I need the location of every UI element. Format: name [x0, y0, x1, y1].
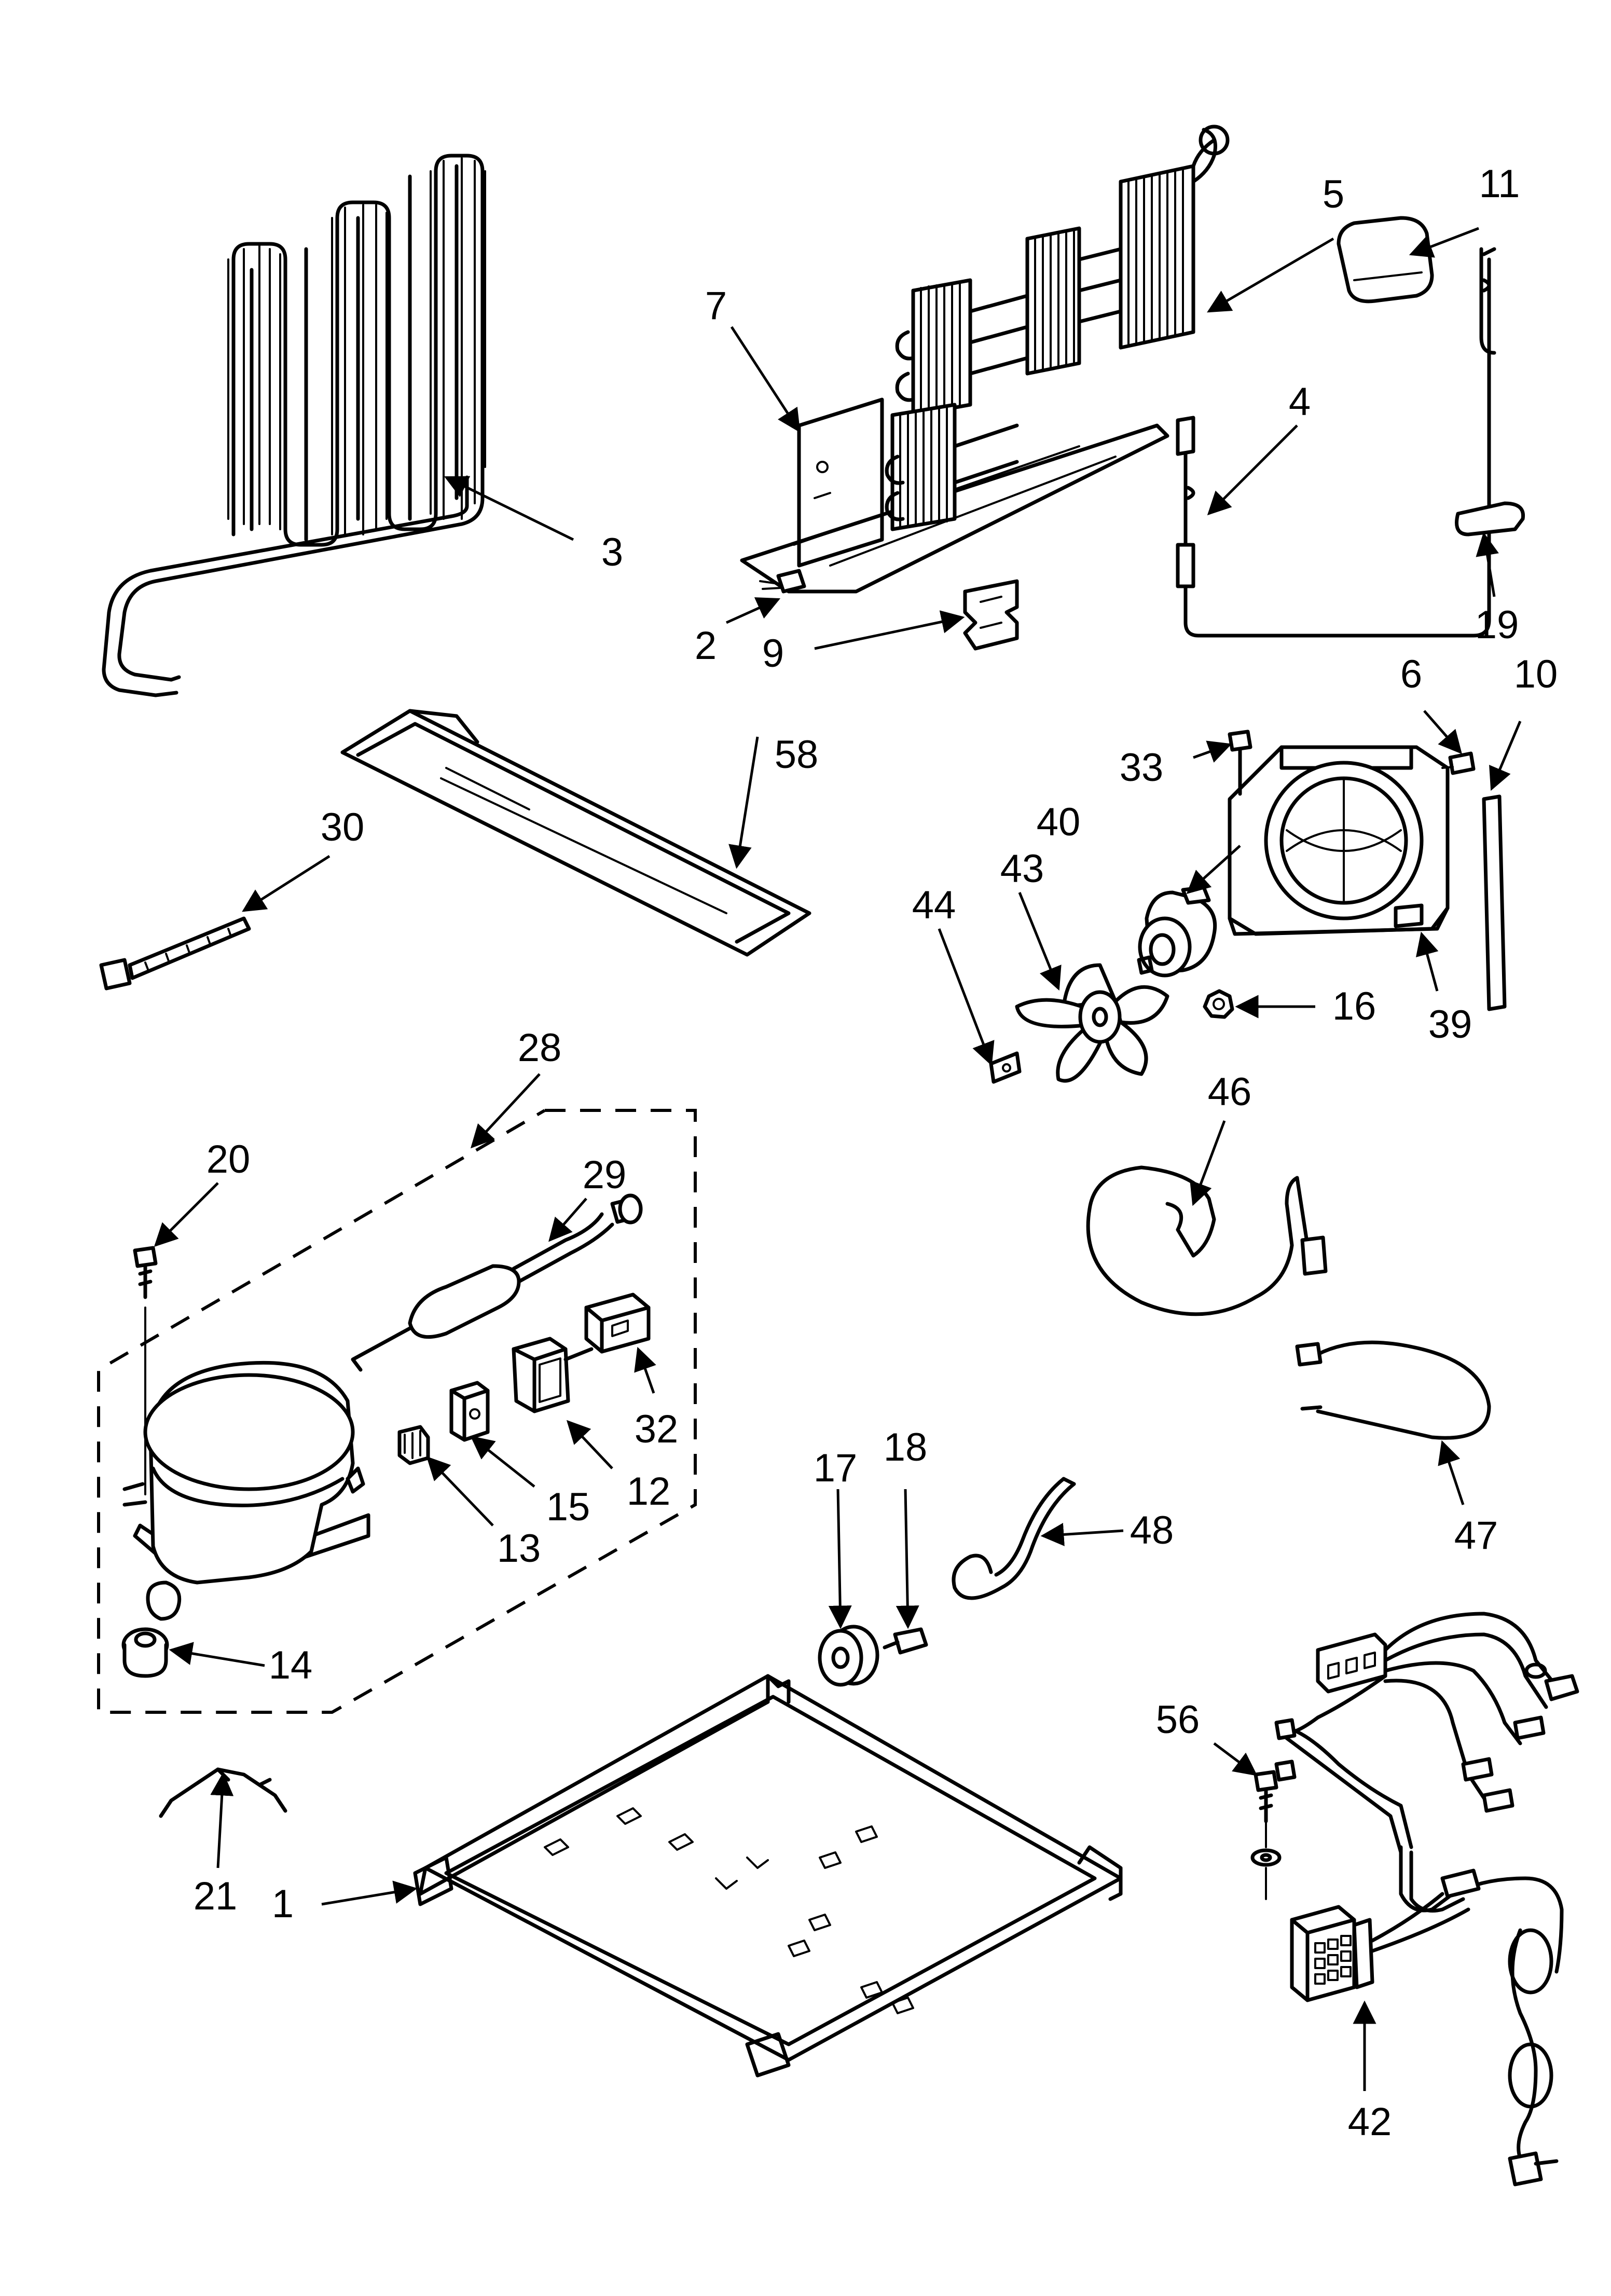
callout-46: 46 — [1208, 1070, 1252, 1114]
callout-32: 32 — [635, 1407, 679, 1451]
screw-2 — [759, 569, 806, 594]
callout-12: 12 — [627, 1469, 671, 1514]
callout-9: 9 — [762, 631, 784, 676]
relay-cover-15 — [449, 1381, 490, 1442]
bracket-19 — [1455, 501, 1525, 537]
callout-4: 4 — [1289, 380, 1311, 424]
fan-blade — [1015, 963, 1169, 1083]
clip-9 — [963, 579, 1019, 651]
axle-18 — [883, 1627, 928, 1655]
callout-43: 43 — [1000, 847, 1044, 891]
nut-16 — [1203, 989, 1234, 1019]
hose-48 — [952, 1477, 1076, 1600]
callout-7: 7 — [705, 284, 727, 328]
screw-56 — [1250, 1770, 1282, 1900]
callout-56: 56 — [1156, 1698, 1200, 1742]
callout-47: 47 — [1454, 1514, 1498, 1558]
callout-3: 3 — [601, 530, 623, 574]
callout-17: 17 — [814, 1446, 858, 1490]
drain-tray — [340, 709, 811, 957]
grommet-14 — [121, 1627, 169, 1678]
callout-10: 10 — [1514, 652, 1558, 696]
callout-20: 20 — [206, 1137, 251, 1181]
tube-46 — [1086, 1165, 1328, 1316]
leader-lines — [154, 227, 1522, 2091]
drier-29 — [351, 1193, 643, 1372]
callout-29: 29 — [583, 1153, 627, 1197]
callout-14: 14 — [269, 1643, 313, 1687]
callout-33: 33 — [1120, 746, 1164, 790]
callout-16: 16 — [1332, 984, 1376, 1028]
callout-44: 44 — [912, 883, 956, 927]
callout-2: 2 — [695, 624, 717, 668]
fan-shroud — [1228, 745, 1450, 936]
screw-6 — [1441, 751, 1476, 775]
retainer-44 — [989, 1051, 1022, 1084]
compressor — [122, 1360, 370, 1621]
callout-19: 19 — [1475, 603, 1519, 647]
condenser-coil — [102, 154, 486, 697]
callout-6: 6 — [1400, 652, 1422, 696]
roller-17 — [818, 1625, 879, 1687]
callout-1: 1 — [272, 1882, 294, 1926]
callout-40: 40 — [1037, 800, 1081, 844]
wire-47 — [1295, 1340, 1491, 1440]
relay-12 — [512, 1337, 594, 1413]
callout-58: 58 — [775, 733, 819, 777]
callout-48: 48 — [1130, 1508, 1174, 1552]
bolt-20 — [133, 1246, 158, 1495]
base-frame — [413, 1674, 1123, 2078]
callout-15: 15 — [546, 1485, 590, 1529]
callout-numbers: 1 2 3 4 5 6 7 9 10 11 12 13 14 15 16 17 … — [194, 162, 1558, 2144]
callout-21: 21 — [194, 1874, 238, 1918]
capacitor-32 — [584, 1293, 651, 1354]
callout-30: 30 — [321, 805, 365, 849]
callout-11: 11 — [1479, 162, 1520, 206]
fan-motor — [1137, 885, 1217, 978]
callout-18: 18 — [884, 1425, 928, 1469]
wiring-harness — [1274, 1612, 1579, 2187]
cable-tie — [99, 916, 251, 991]
defrost-thermostat — [1176, 247, 1496, 638]
gasket-10 — [1482, 794, 1507, 1011]
cover-11 — [1337, 216, 1434, 304]
callout-42: 42 — [1348, 2100, 1392, 2144]
callout-39: 39 — [1428, 1002, 1472, 1047]
callout-5: 5 — [1323, 172, 1344, 216]
compressor-kit-outline — [97, 1109, 697, 1714]
callout-28: 28 — [518, 1026, 562, 1070]
evaporator — [740, 125, 1230, 594]
callout-13: 13 — [497, 1527, 541, 1571]
terminal-13 — [397, 1425, 430, 1465]
